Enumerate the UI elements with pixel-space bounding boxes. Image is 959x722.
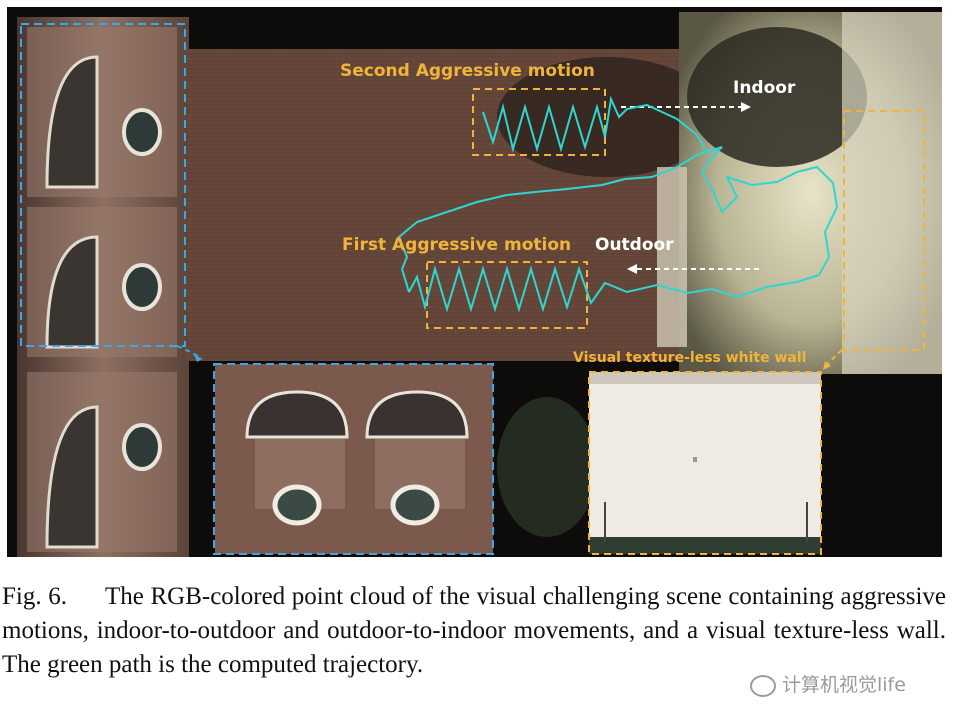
caption-figure-number: Fig. 6. <box>2 583 67 610</box>
left-facade <box>17 17 189 557</box>
orange-box-first <box>426 261 588 329</box>
point-cloud-render <box>17 12 942 557</box>
indoor-region <box>657 12 942 374</box>
trajectory-path <box>397 95 839 313</box>
orange-box-wall <box>843 110 925 351</box>
point-cloud-figure: Second Aggressive motion First Aggressiv… <box>7 7 942 557</box>
white-wall-inset <box>589 372 821 554</box>
caption-text: The RGB-colored point cloud of the visua… <box>2 583 946 678</box>
blue-connector <box>176 345 203 360</box>
label-indoor: Indoor <box>733 78 796 98</box>
blue-box-facade <box>20 23 186 347</box>
figure-caption: Fig. 6.The RGB-colored point cloud of th… <box>2 580 946 682</box>
foliage <box>497 397 597 537</box>
orange-box-wall-inset <box>588 371 822 555</box>
watermark-text: 计算机视觉life <box>782 674 906 696</box>
label-texture-less-wall: Visual texture-less white wall <box>573 350 807 366</box>
orange-box-second <box>472 88 606 156</box>
label-first-aggressive: First Aggressive motion <box>342 235 572 255</box>
label-second-aggressive: Second Aggressive motion <box>340 61 595 81</box>
watermark: 计算机视觉life <box>750 670 906 697</box>
wechat-icon <box>750 674 776 697</box>
window-inset <box>215 364 493 554</box>
label-outdoor: Outdoor <box>595 235 674 255</box>
outdoor-arrow <box>627 264 759 274</box>
